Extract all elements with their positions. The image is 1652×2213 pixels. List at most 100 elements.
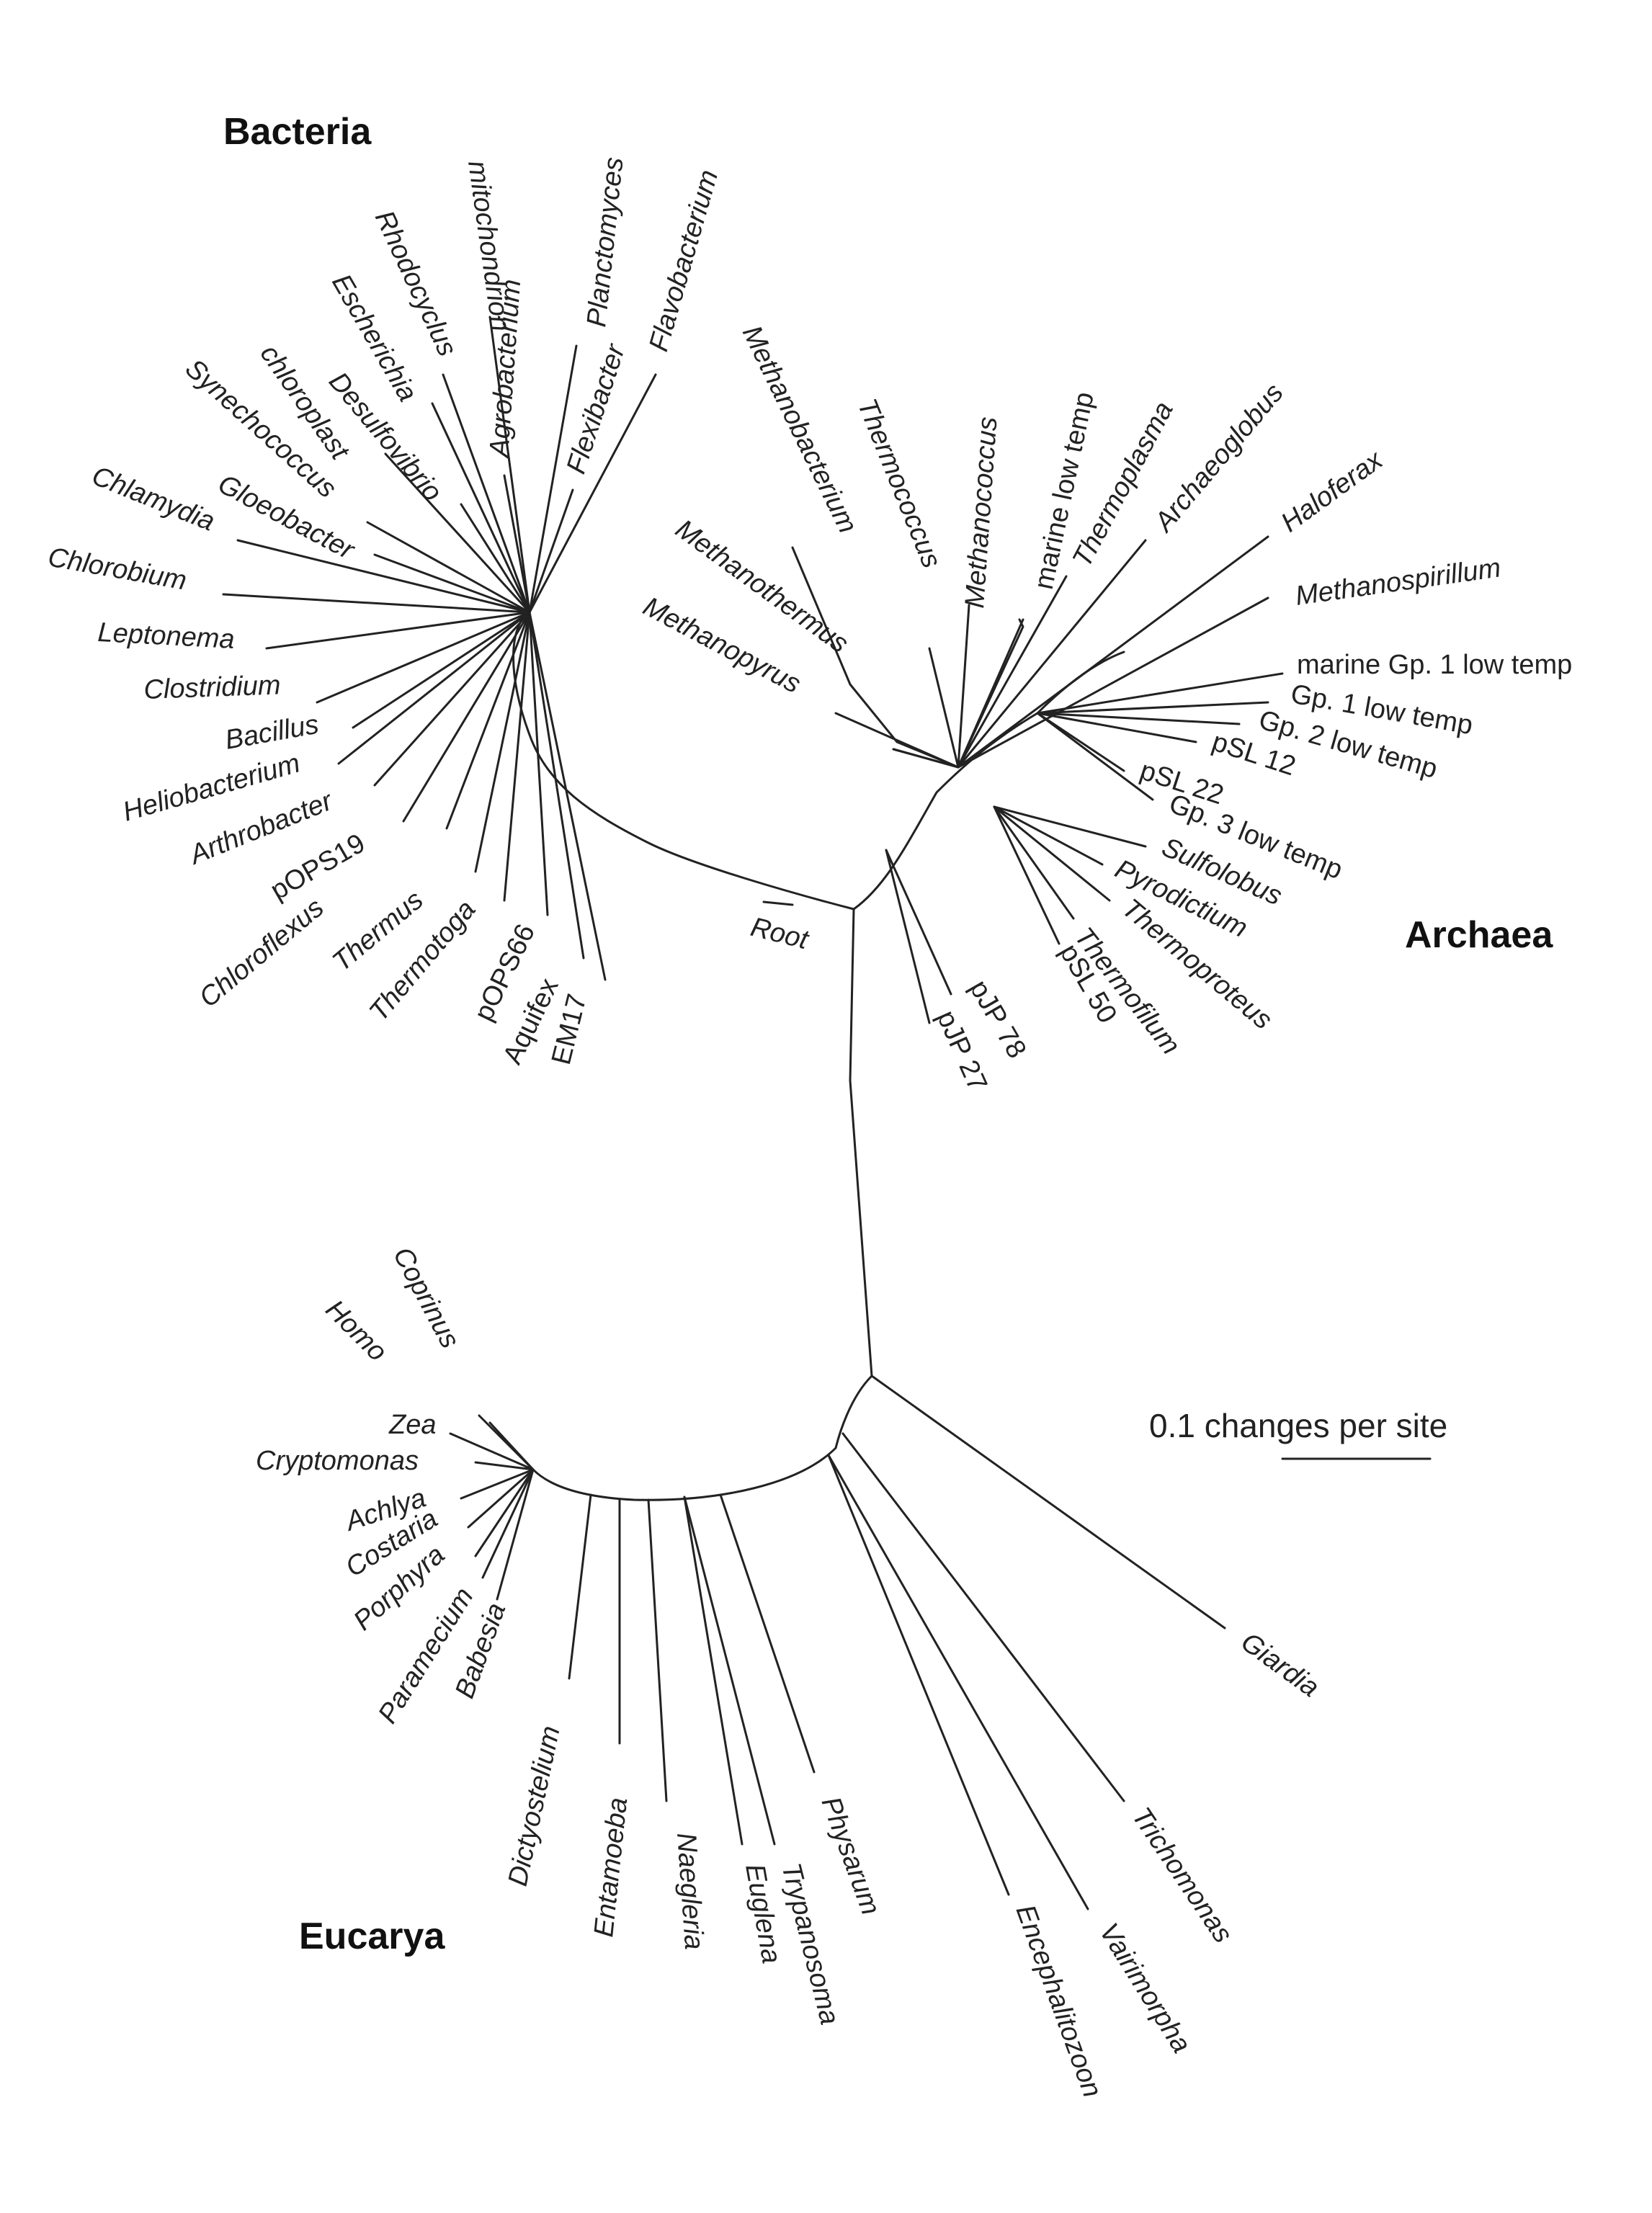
taxon-label-flexibacter: Flexibacter — [561, 340, 632, 478]
taxon-label-leptonema: Leptonema — [97, 617, 236, 655]
taxon-label-chloroflexus: Chloroflexus — [194, 893, 330, 1014]
branch-physarum — [719, 1493, 816, 1774]
branch-leptonema — [265, 611, 531, 650]
branch-flavobacterium — [528, 373, 657, 614]
branch-planctomyces — [528, 344, 578, 614]
branch-chloroflexus — [445, 611, 531, 830]
taxon-label-dictyostelium: Dictyostelium — [503, 1723, 566, 1889]
branch-aquifex — [528, 611, 585, 960]
branch-arthrobacter — [373, 611, 531, 787]
taxon-label-encephalitozoon: Encephalitozoon — [1010, 1901, 1108, 2101]
branch-chlamydia — [236, 539, 531, 614]
taxon-label-vairimorpha: Vairimorpha — [1093, 1918, 1196, 2059]
branch-gp-3-low-temp — [1036, 712, 1154, 801]
branch-thermoproteus — [993, 805, 1111, 902]
branch-psl-50 — [993, 805, 1061, 945]
branch-homo — [478, 1414, 535, 1471]
branch-vairimorpha — [827, 1454, 1089, 1910]
branch-pops66 — [528, 611, 549, 916]
branch-trichomonas — [841, 1432, 1125, 1802]
taxon-label-naegleria: Naegleria — [671, 1832, 709, 1951]
branches — [222, 316, 1284, 1910]
branch-gp-1-low-temp — [1036, 701, 1269, 715]
taxon-label-chlorobium: Chlorobium — [45, 542, 189, 596]
branch-giardia — [870, 1374, 1226, 1629]
branch-marine-gp-1-low-temp — [1036, 672, 1284, 715]
taxon-label-bacillus: Bacillus — [223, 710, 321, 756]
branch-gp-2-low-temp — [1036, 712, 1241, 725]
branch-encephalitozoon — [827, 1454, 1010, 1896]
taxon-label-chlamydia: Chlamydia — [88, 460, 219, 537]
taxon-label-pops19: pOPS19 — [266, 828, 370, 906]
branch-pjp-78 — [885, 849, 952, 996]
taxon-label-entamoeba: Entamoeba — [589, 1796, 633, 1939]
branch-pyrodictium — [993, 805, 1104, 866]
taxon-label-methanobacterium: Methanobacterium — [736, 321, 863, 538]
root-label: Root — [748, 912, 812, 956]
taxon-label-cryptomonas: Cryptomonas — [256, 1446, 419, 1476]
branch-synechococcus — [366, 521, 531, 614]
taxon-label-trichomonas: Trichomonas — [1126, 1802, 1238, 1949]
taxon-label-methanospirillum: Methanospirillum — [1293, 553, 1502, 612]
branch-methanopyrus — [834, 712, 960, 769]
branch-heliobacterium — [337, 611, 531, 765]
branch-methanococcus — [957, 604, 970, 769]
taxon-label-homo: Homo — [320, 1295, 393, 1367]
domain-label-archaea: Archaea — [1405, 914, 1553, 956]
branch-methanospirillum — [957, 596, 1269, 769]
bacteria-backbone — [512, 611, 855, 911]
taxon-label-methanococcus: Methanococcus — [960, 416, 1003, 609]
taxon-label-coprinus: Coprinus — [387, 1243, 465, 1354]
branch-chlorobium — [222, 593, 531, 614]
branch-babesia — [496, 1468, 535, 1601]
branch-thermotoga — [503, 611, 531, 902]
branch-mitochondrion — [488, 316, 531, 614]
stem-branch — [849, 908, 873, 1377]
branch-trypanosoma — [683, 1496, 776, 1846]
taxon-label-giardia: Giardia — [1236, 1627, 1325, 1703]
eucarya-backbone — [532, 1374, 873, 1501]
branch-porphyra — [474, 1468, 535, 1557]
branch-flexibacter — [528, 488, 574, 614]
branch-sulfolobus — [993, 805, 1147, 848]
branch-thermofilum — [993, 805, 1075, 920]
archaea-inner-1 — [791, 546, 960, 769]
taxon-label-marine-gp-1-low-temp: marine Gp. 1 low temp — [1297, 650, 1572, 680]
branch-bacillus — [352, 611, 531, 729]
branch-psl-12 — [1036, 712, 1197, 743]
branch-thermococcus — [928, 647, 960, 769]
branch-pops19 — [402, 611, 531, 823]
root-marker — [762, 900, 794, 906]
branch-archaeoglobus — [957, 539, 1147, 769]
branch-achlya — [460, 1468, 535, 1500]
taxon-label-clostridium: Clostridium — [143, 670, 281, 705]
branch-methanothermus — [892, 748, 960, 769]
branch-chloroplast — [384, 452, 531, 614]
taxon-label-trypanosoma: Trypanosoma — [775, 1860, 844, 2028]
taxon-label-planctomyces: Planctomyces — [581, 156, 629, 328]
branch-clostridium — [316, 611, 531, 704]
taxon-label-haloferax: Haloferax — [1276, 444, 1390, 539]
branch-rhodocyclus — [442, 373, 531, 614]
taxon-label-physarum: Physarum — [816, 1793, 886, 1919]
branch-pjp-27 — [885, 849, 931, 1024]
branch-em17 — [528, 611, 607, 981]
branch-escherichia — [431, 402, 531, 614]
branch-zea — [449, 1432, 535, 1471]
branch-euglena — [683, 1496, 744, 1846]
branch-agrobacterium — [503, 474, 531, 614]
branch-haloferax — [957, 535, 1269, 769]
branch-thermoplasma — [957, 575, 1068, 769]
branch-gloeobacter — [373, 553, 531, 614]
branch-naegleria — [647, 1498, 668, 1802]
branch-marine-low-temp — [957, 618, 1024, 769]
branch-dictyostelium — [568, 1493, 592, 1680]
scale-bar-label: 0.1 changes per site — [1149, 1407, 1447, 1444]
branch-cryptomonas — [474, 1461, 535, 1471]
branch-thermus — [474, 611, 531, 873]
domain-label-eucarya: Eucarya — [299, 1915, 445, 1957]
branch-paramecium — [481, 1468, 535, 1579]
taxon-label-flavobacterium: Flavobacterium — [643, 166, 724, 354]
